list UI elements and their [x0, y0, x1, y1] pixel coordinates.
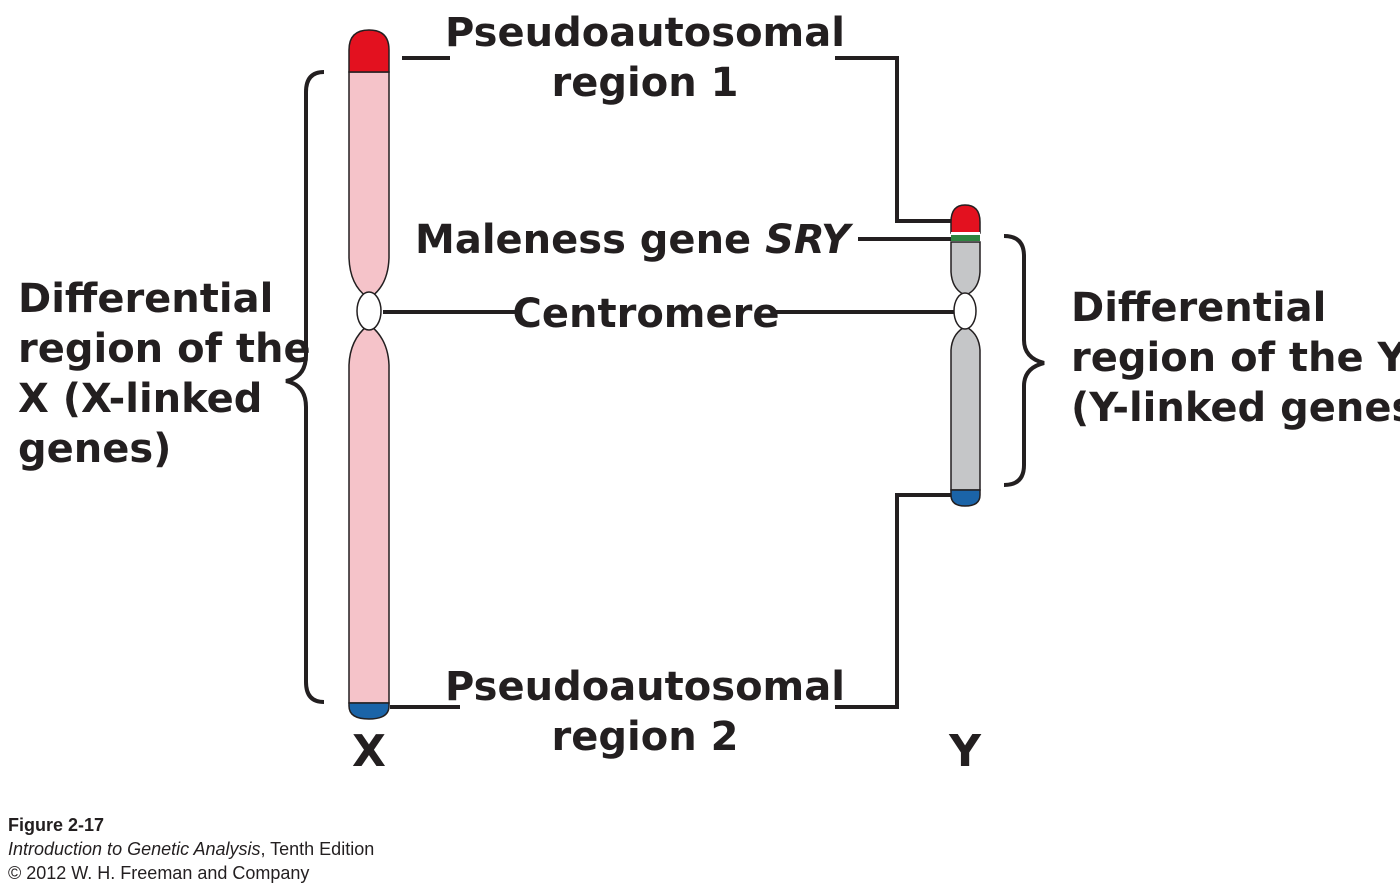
- y-chromosome-label: Y: [948, 726, 982, 777]
- centromere-label: Centromere: [513, 291, 780, 337]
- x-pseudoautosomal-region-2: [348, 702, 390, 720]
- y-upper-arm: [950, 241, 981, 295]
- y-pseudoautosomal-region-1: [950, 204, 981, 234]
- sry-gene-name: SRY: [765, 217, 854, 263]
- x-upper-arm: [348, 71, 390, 298]
- par1-y-leader: [835, 56, 951, 223]
- sry-label-prefix: Maleness gene: [415, 217, 765, 263]
- y-differential-label-line2: region of the Y: [1071, 335, 1400, 381]
- y-differential-label-line1: Differential: [1071, 285, 1326, 331]
- par1-label-line2: region 1: [552, 60, 739, 106]
- copyright: © 2012 W. H. Freeman and Company: [8, 863, 309, 883]
- y-chromosome: [950, 204, 981, 507]
- x-centromere: [356, 291, 382, 331]
- x-pseudoautosomal-region-1: [348, 29, 390, 73]
- book-edition: , Tenth Edition: [260, 839, 374, 859]
- x-differential-brace: [285, 70, 325, 704]
- par1-label-line1: Pseudoautosomal: [445, 10, 845, 56]
- y-sry-band: [951, 235, 980, 241]
- par2-label-line1: Pseudoautosomal: [445, 664, 845, 710]
- par2-label-line2: region 2: [552, 714, 739, 760]
- y-centromere: [953, 292, 977, 330]
- y-lower-arm: [950, 327, 981, 491]
- x-chromosome-label: X: [352, 726, 386, 777]
- y-differential-label-line3: (Y-linked genes): [1071, 385, 1400, 431]
- x-differential-label-line3: X (X-linked: [18, 376, 262, 422]
- book-citation: Introduction to Genetic Analysis, Tenth …: [8, 839, 374, 859]
- y-pseudoautosomal-region-2: [950, 489, 981, 507]
- sry-label: Maleness gene SRY: [415, 217, 854, 263]
- x-chromosome: [348, 29, 390, 720]
- y-differential-brace: [1003, 234, 1045, 487]
- book-title: Introduction to Genetic Analysis: [8, 839, 260, 859]
- x-differential-label-line4: genes): [18, 426, 171, 472]
- connector-lines: [383, 56, 954, 709]
- figure-number: Figure 2-17: [8, 815, 104, 835]
- x-differential-label-line2: region of the: [18, 326, 311, 372]
- x-differential-label-line1: Differential: [18, 276, 273, 322]
- x-lower-arm: [348, 325, 390, 704]
- par2-y-leader: [835, 493, 951, 709]
